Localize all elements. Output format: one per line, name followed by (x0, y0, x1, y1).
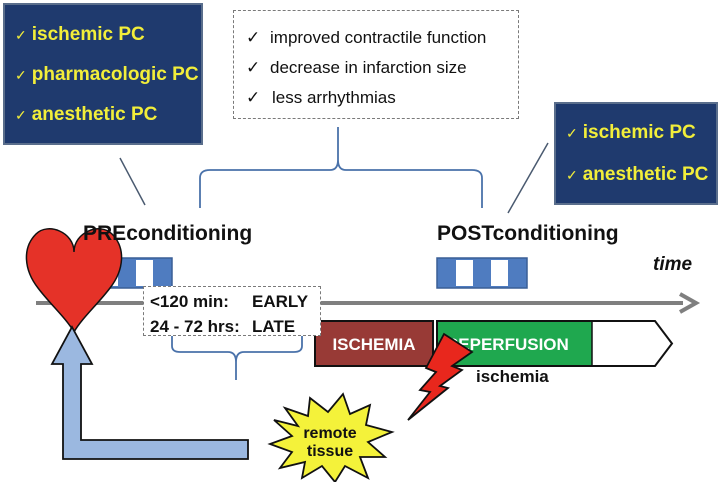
benefit-label: improved contractile function (270, 28, 487, 47)
lightning-bolt-icon (407, 332, 474, 421)
pre-type-item: ✓ anesthetic PC (15, 93, 201, 133)
postconditioning-cycles (436, 257, 528, 289)
check-icon: ✓ (15, 67, 27, 83)
ischemia-phase-label: ISCHEMIA (332, 335, 415, 354)
benefit-label: decrease in infarction size (270, 58, 467, 77)
timing-phase: LATE (252, 317, 296, 336)
check-icon: ✓ (246, 58, 261, 77)
benefit-item: ✓ improved contractile function (246, 23, 518, 53)
timing-windows-box: <120 min: EARLY 24 - 72 hrs: LATE (143, 286, 321, 336)
postconditioning-types-box: ✓ ischemic PC ✓ anesthetic PC (554, 102, 718, 205)
starburst-label-line1: remote (303, 425, 356, 442)
post-connector-line (507, 142, 549, 214)
post-prefix: POST (437, 222, 493, 245)
check-icon: ✓ (566, 125, 578, 141)
benefit-item: ✓ decrease in infarction size (246, 53, 518, 83)
pre-type-item: ✓ ischemic PC (15, 13, 201, 53)
post-type-item: ✓ ischemic PC (566, 112, 716, 154)
benefits-brace (199, 127, 483, 208)
time-axis-arrowhead (679, 292, 701, 314)
benefits-box: ✓ improved contractile function ✓ decrea… (233, 10, 519, 119)
pre-type-label: anesthetic PC (31, 104, 158, 125)
post-suffix: conditioning (492, 222, 619, 245)
preconditioning-label: PREconditioning (83, 222, 252, 246)
check-icon: ✓ (566, 167, 578, 183)
check-icon: ✓ (246, 88, 261, 107)
timing-row: <120 min: EARLY (150, 292, 320, 311)
check-icon: ✓ (15, 27, 27, 43)
pre-suffix: conditioning (126, 222, 253, 245)
timing-phase: EARLY (252, 292, 309, 311)
remote-signal-arrow (50, 325, 249, 460)
reperfusion-phase: REPERFUSION (436, 320, 674, 367)
pre-prefix: PRE (83, 222, 127, 245)
benefit-item: ✓ less arrhythmias (246, 83, 518, 113)
timing-brace (171, 332, 303, 380)
pre-type-label: ischemic PC (31, 24, 145, 45)
pre-type-item: ✓ pharmacologic PC (15, 53, 201, 93)
postconditioning-label: POSTconditioning (437, 222, 619, 246)
reperfusion-phase-label: REPERFUSION (446, 335, 569, 354)
remote-tissue-starburst (267, 392, 395, 482)
timing-interval: <120 min: (150, 292, 229, 311)
benefit-label: less arrhythmias (272, 88, 396, 107)
timing-row: 24 - 72 hrs: LATE (150, 317, 320, 336)
post-type-item: ✓ anesthetic PC (566, 154, 716, 196)
starburst-label-line2: tissue (307, 443, 353, 460)
ischemia-phase: ISCHEMIA (314, 320, 434, 367)
check-icon: ✓ (15, 107, 27, 123)
timing-interval: 24 - 72 hrs: (150, 317, 240, 336)
pre-connector-line (119, 157, 146, 206)
check-icon: ✓ (246, 28, 261, 47)
preconditioning-types-box: ✓ ischemic PC ✓ pharmacologic PC ✓ anest… (3, 3, 203, 145)
post-type-label: ischemic PC (582, 122, 696, 143)
stimulus-label: ischemia (476, 367, 549, 386)
pre-type-label: pharmacologic PC (31, 64, 199, 85)
time-axis-label: time (653, 254, 693, 275)
post-type-label: anesthetic PC (582, 164, 709, 185)
